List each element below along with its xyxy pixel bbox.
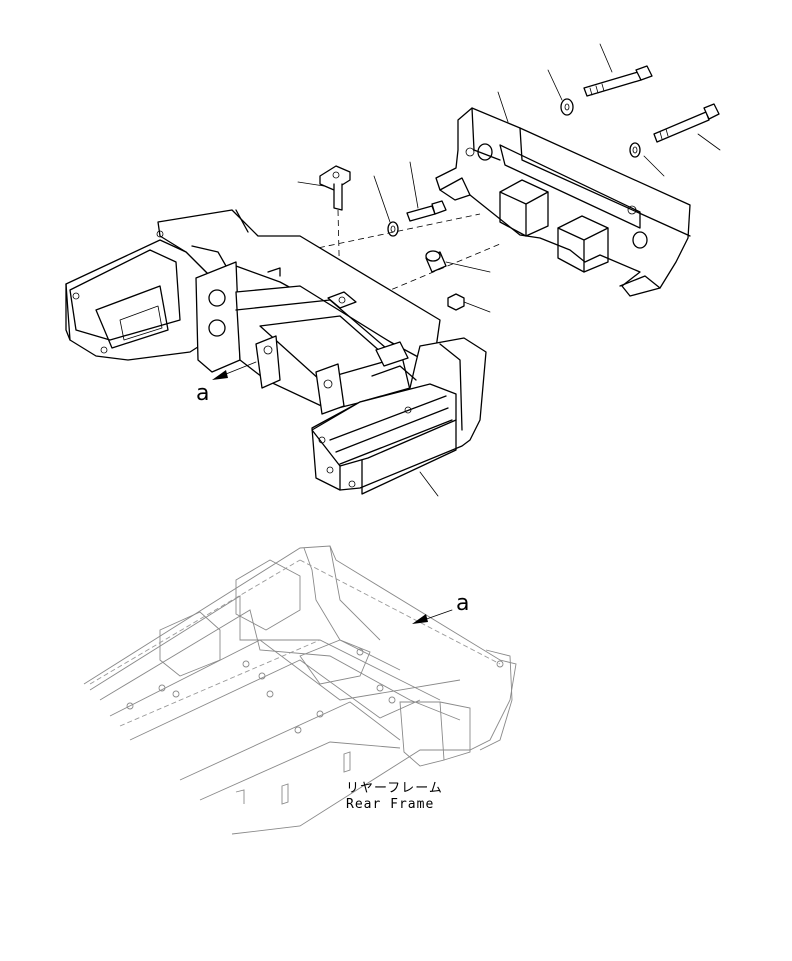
lifting-eye-bolt: [319, 165, 351, 211]
bolt-long-lower: [653, 103, 720, 143]
view-label-a-lower: a: [456, 591, 469, 616]
counterweight-bracket: [435, 107, 691, 297]
rear-frame: [83, 545, 517, 835]
bolt-long-upper: [583, 65, 653, 97]
view-arrow-lower: [412, 609, 453, 624]
nut: [447, 293, 465, 311]
rear-frame-label-english: Rear Frame: [346, 797, 434, 812]
washer-left: [387, 221, 399, 237]
rear-frame-label-japanese: リヤーフレーム: [346, 781, 443, 796]
counterweight: [65, 209, 487, 495]
washer-upper: [560, 98, 574, 116]
bolt-short: [406, 200, 447, 222]
leader-lines: [297, 43, 721, 497]
view-label-a-upper: a: [196, 381, 209, 406]
view-arrow-upper: [212, 361, 257, 380]
washer-right: [629, 142, 641, 158]
spacer-sleeve: [425, 250, 447, 273]
